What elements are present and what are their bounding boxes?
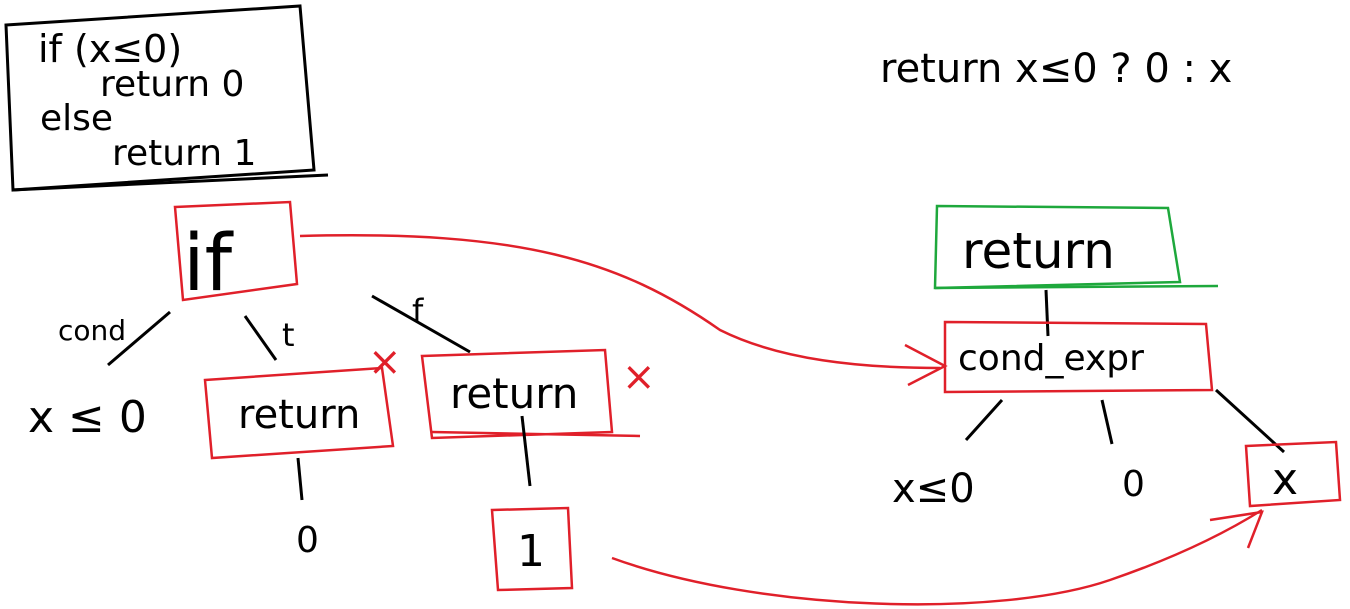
right-cond: x≤0 <box>892 466 975 512</box>
cond-expr-node: cond_expr <box>958 338 1144 379</box>
false-return-node: return <box>450 369 578 418</box>
false-edge-label: f <box>412 292 424 330</box>
left-if-tree: if cond t f x ≤ 0 return × 0 return × 1 <box>28 200 656 592</box>
right-return-tree: return cond_expr x≤0 0 x <box>892 204 1342 512</box>
true-return-node: return <box>238 392 360 438</box>
true-return-x-mark: × <box>368 339 402 385</box>
code-line-1: if (x≤0) <box>38 27 182 71</box>
return-node: return <box>962 222 1115 280</box>
code-line-2: return 0 <box>100 64 244 105</box>
code-line-3: else <box>40 98 113 139</box>
code-box: if (x≤0) return 0 else return 1 <box>4 4 329 192</box>
cond-node: x ≤ 0 <box>28 392 147 443</box>
if-node-label: if <box>183 219 234 309</box>
transform-arrows <box>299 234 1264 606</box>
value-to-x-arrow <box>611 508 1263 606</box>
ternary-expression: return x≤0 ? 0 : x <box>880 46 1232 92</box>
right-else-value: x <box>1272 454 1298 505</box>
true-value: 0 <box>296 520 319 561</box>
if-to-cond-expr-arrow <box>299 234 941 370</box>
false-value-node: 1 <box>517 526 545 577</box>
code-line-4: return 1 <box>112 133 256 174</box>
right-then-value: 0 <box>1122 464 1145 505</box>
false-return-x-mark: × <box>622 354 656 400</box>
cond-edge-label: cond <box>58 314 126 347</box>
true-edge-label: t <box>282 316 295 354</box>
